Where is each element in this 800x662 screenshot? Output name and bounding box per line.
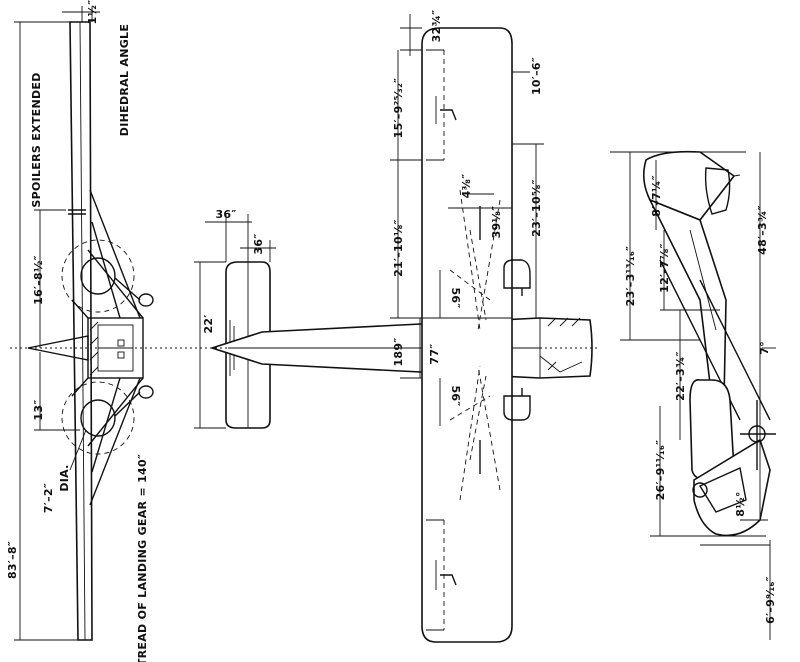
side-wheel: [692, 482, 708, 498]
front-top-offset-label: 1½″: [86, 0, 99, 24]
side-tail-angle-label: 8½°: [734, 491, 747, 516]
dia-word-label: DIA.: [58, 464, 71, 491]
side-height-total-label: 48′–3¾″: [756, 205, 769, 255]
engine-pod-upper: [503, 259, 531, 289]
front-wheel-upper: [80, 257, 116, 295]
side-angle-label: 7°: [758, 341, 771, 355]
front-view: [10, 6, 190, 641]
side-rudder: [704, 167, 731, 215]
stab-span-label: 22′: [202, 314, 215, 333]
front-propeller-disk-lower: [61, 381, 135, 455]
engine-pod-lower: [503, 395, 531, 421]
stab-chord-a-label: 36″: [215, 208, 236, 221]
spoiler-span-label: 15′–9²⁵⁄₃₂″: [392, 78, 405, 139]
main-wing-plan: [421, 27, 513, 643]
dihedral-angle-label: DIHEDRAL ANGLE: [118, 24, 131, 136]
side-upper-body-label: 23′–3¹³⁄₁₆″: [624, 246, 637, 307]
side-nacelle-label: 12′–7⅞″: [658, 243, 671, 293]
front-gear-span-label: 16′–8½″: [32, 255, 45, 305]
plan-view: [190, 14, 600, 643]
spoiler-pos-label: 39⅛″: [490, 206, 503, 239]
spoiler-width-label: 4⅜″: [460, 174, 473, 199]
front-propeller-disk-upper: [61, 239, 135, 313]
side-view: [610, 150, 776, 640]
side-mid-label: 22′–3¾″: [674, 351, 687, 401]
side-top-small-label: 8′–7¼″: [650, 175, 663, 217]
front-lower-label: 13″: [32, 399, 45, 420]
inner-panel-label: 21′–10⅛″: [392, 219, 405, 277]
front-span-label: 83′–8″: [6, 541, 19, 579]
front-cabin: [87, 317, 144, 379]
center-label: 77″: [428, 343, 441, 364]
side-bottom-label: 6′–9⁹⁄₁₆″: [764, 576, 777, 624]
tread-label: TREAD OF LANDING GEAR = 140″: [136, 454, 149, 662]
prop-lower-label: 56″: [449, 385, 462, 406]
front-wheel-lower: [80, 399, 116, 437]
spoilers-extended-label: SPOILERS EXTENDED: [30, 72, 43, 207]
stab-chord-b-label: 36″: [252, 233, 265, 254]
fuselage-length-label: 189″: [392, 337, 405, 366]
dia-value-label: 7′–2″: [42, 483, 55, 513]
side-lower-body-label: 26′–9¹¹⁄₁₆″: [654, 440, 667, 501]
tip-offset-label: 32¾″: [430, 10, 443, 43]
prop-upper-label: 56″: [449, 287, 462, 308]
chord-label: 10′–6″: [530, 57, 543, 95]
front-wing: [69, 21, 93, 641]
outer-panel-label: 23′–10⅝″: [530, 179, 543, 237]
